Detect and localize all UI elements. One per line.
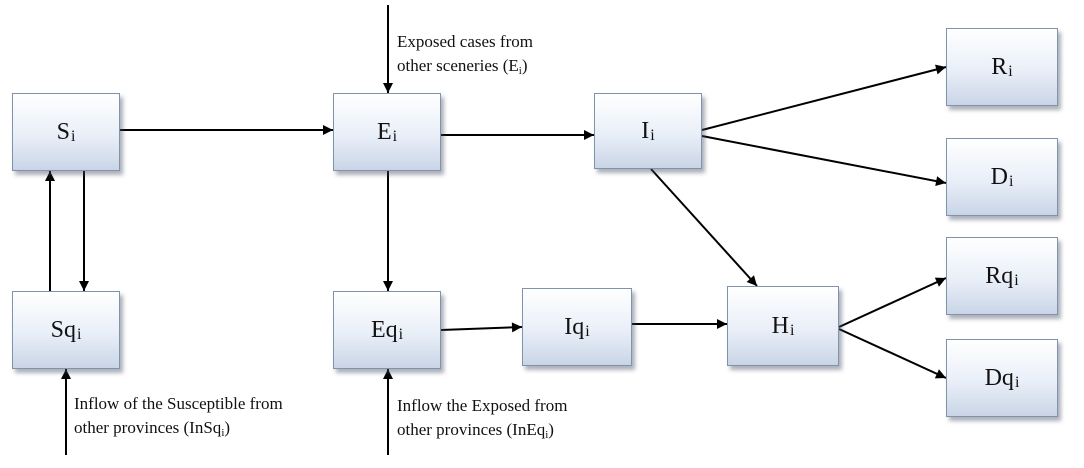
node-eqi-label: Eq: [370, 316, 398, 343]
node-sqi-label: Sq: [50, 316, 76, 343]
annotation-susceptible-line1: Inflow of the Susceptible from: [74, 394, 283, 413]
node-di-subscript: i: [1008, 173, 1014, 190]
annotation-exposed-other-sceneries: Exposed cases from other sceneries (Ei): [397, 30, 533, 80]
annotation-susceptible-subscript: i: [221, 427, 225, 439]
annotation-inflow-exposed-subscript: i: [545, 429, 549, 441]
node-di-label: D: [990, 163, 1008, 190]
arrow-ii-to-ri: [701, 64, 947, 131]
arrow-eqi-to-iqi: [440, 322, 523, 333]
arrow-hi-to-rqi: [838, 277, 947, 328]
annotation-susceptible-close-paren: ): [224, 418, 231, 437]
node-si-label: S: [56, 118, 70, 145]
annotation-inflow-susceptible: Inflow of the Susceptible from other pro…: [74, 392, 283, 442]
annotation-exposed-close-paren: ): [521, 56, 528, 75]
annotation-inflow-exposed-close-paren: ): [548, 420, 554, 439]
node-dqi-label: Dq: [984, 364, 1014, 391]
node-eqi-subscript: i: [398, 326, 404, 343]
arrow-ii-to-di: [701, 135, 947, 187]
node-dqi-subscript: i: [1014, 374, 1020, 391]
node-si-subscript: i: [70, 128, 76, 145]
annotation-inflow-exposed-line2-text: other provinces (InEq: [397, 420, 546, 439]
node-ei-label: E: [376, 118, 392, 145]
node-iqi-label: Iq: [564, 313, 585, 340]
arrow-hi-to-dqi: [838, 328, 947, 379]
node-rqi-label: Rq: [985, 262, 1014, 289]
node-hi-label: H: [771, 312, 789, 339]
node-ei-subscript: i: [392, 128, 398, 145]
annotation-exposed-line1: Exposed cases from: [397, 32, 533, 51]
node-ri-subscript: i: [1008, 63, 1013, 80]
annotation-exposed-line2-text: other sceneries (E: [397, 56, 519, 75]
node-sqi-subscript: i: [76, 326, 82, 343]
node-hi-subscript: i: [789, 322, 795, 339]
annotation-inflow-exposed-line1: Inflow the Exposed from: [397, 396, 568, 415]
node-rqi-subscript: i: [1014, 272, 1019, 289]
node-ii-subscript: i: [650, 127, 655, 144]
annotation-inflow-exposed-line2: other provinces (InEqi): [397, 418, 567, 444]
arrow-ii-to-hi: [650, 168, 758, 287]
node-iqi-subscript: i: [585, 323, 590, 340]
annotation-exposed-subscript: i: [518, 65, 522, 77]
annotation-susceptible-line2: other provinces (InSqi): [74, 416, 283, 442]
node-ri-label: R: [991, 53, 1008, 80]
annotation-susceptible-line2-text: other provinces (InSq: [74, 418, 222, 437]
annotation-exposed-line2: other sceneries (Ei): [397, 54, 533, 80]
annotation-inflow-exposed: Inflow the Exposed from other provinces …: [397, 394, 567, 444]
node-ii-label: I: [641, 117, 650, 144]
